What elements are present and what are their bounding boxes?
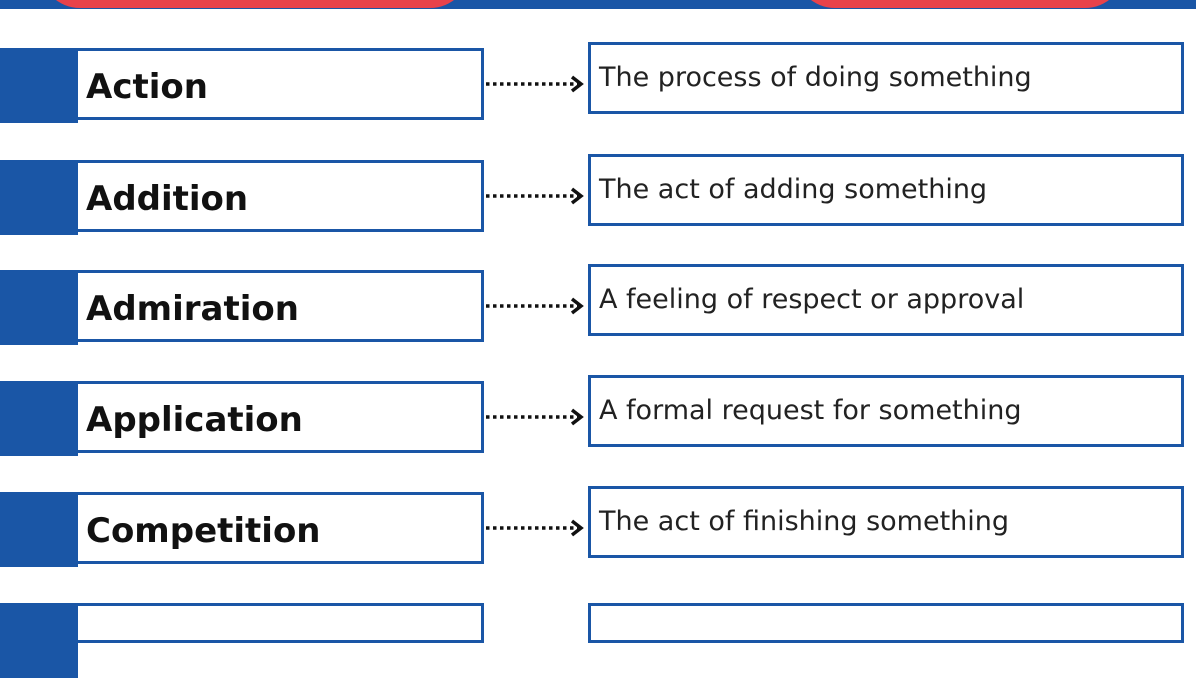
- dotted-arrow-icon: [486, 408, 584, 426]
- dotted-arrow-icon: [486, 75, 584, 93]
- word-row: Competition The act of finishing somethi…: [0, 486, 1196, 567]
- top-decoration-left: [40, 0, 470, 8]
- top-decoration-right: [795, 0, 1125, 8]
- term-label: Application: [86, 400, 303, 440]
- dotted-arrow-icon: [486, 297, 584, 315]
- term-label: Admiration: [86, 289, 299, 329]
- term-accent-tab: [0, 163, 78, 235]
- word-row: Application A formal request for somethi…: [0, 375, 1196, 456]
- definition-box: [588, 603, 1184, 643]
- term-box: Application: [0, 381, 484, 456]
- definition-text: The process of doing something: [599, 62, 1032, 93]
- definition-text: The act of finishing something: [599, 506, 1010, 537]
- top-banner: [0, 0, 1196, 9]
- word-row: Addition The act of adding something: [0, 154, 1196, 235]
- term-box: [0, 603, 484, 678]
- term-accent-tab: [0, 495, 78, 567]
- definition-box: A feeling of respect or approval: [588, 264, 1184, 336]
- term-accent-tab: [0, 384, 78, 456]
- definition-text: A formal request for something: [599, 395, 1022, 426]
- definition-box: A formal request for something: [588, 375, 1184, 447]
- term-label: Action: [86, 67, 208, 107]
- word-row: Action The process of doing something: [0, 42, 1196, 123]
- definition-text: A feeling of respect or approval: [599, 284, 1025, 315]
- term-accent-tab: [0, 606, 78, 678]
- term-box: Competition: [0, 492, 484, 567]
- term-box: Addition: [0, 160, 484, 235]
- word-row: Admiration A feeling of respect or appro…: [0, 264, 1196, 345]
- definition-box: The act of adding something: [588, 154, 1184, 226]
- dotted-arrow-icon: [486, 519, 584, 537]
- definition-text: The act of adding something: [599, 174, 988, 205]
- definition-box: The act of finishing something: [588, 486, 1184, 558]
- term-label: Addition: [86, 179, 249, 219]
- term-accent-tab: [0, 51, 78, 123]
- term-box: Admiration: [0, 270, 484, 345]
- dotted-arrow-icon: [486, 187, 584, 205]
- term-accent-tab: [0, 273, 78, 345]
- term-label: Competition: [86, 511, 321, 551]
- word-row-partial: [0, 603, 1196, 678]
- term-box: Action: [0, 48, 484, 123]
- definition-box: The process of doing something: [588, 42, 1184, 114]
